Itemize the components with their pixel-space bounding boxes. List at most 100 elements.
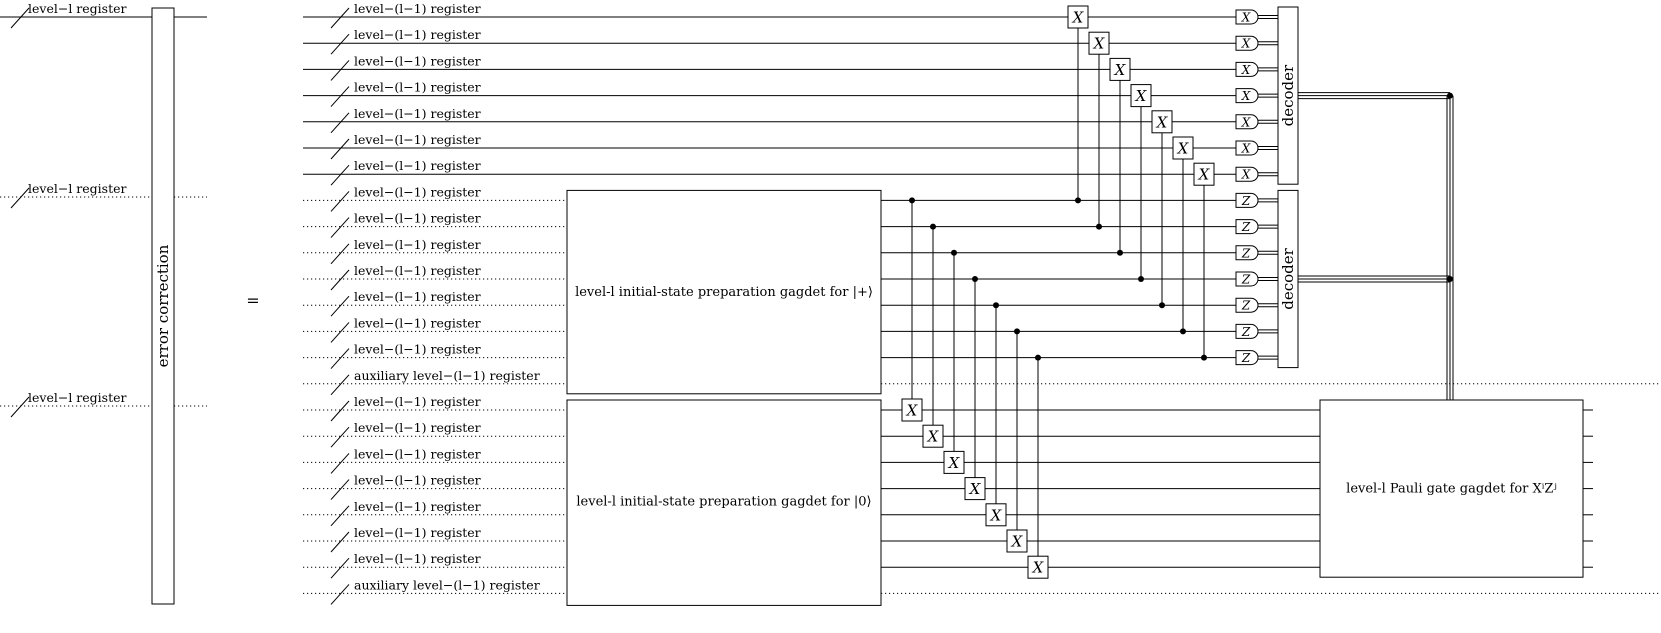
control-dot (1075, 197, 1081, 204)
x-measurement-label: X (1241, 89, 1251, 103)
control-dot (1201, 354, 1207, 361)
z-measurement (1235, 350, 1259, 366)
plus-state-preparation-label: level-l initial-state preparation gagdet… (575, 285, 873, 300)
right-wire-label: level−(l−1) register (354, 499, 481, 514)
right-wire-label: level−(l−1) register (354, 158, 481, 173)
left-bundle-slash (10, 396, 30, 418)
x-measurement-label: X (1241, 168, 1251, 182)
control-dot (951, 249, 957, 256)
control-dot (909, 197, 915, 204)
bundle-slash-mark (330, 33, 350, 55)
cnot-x-target (1006, 529, 1028, 553)
right-wire-label: auxiliary level−(l−1) register (354, 577, 540, 592)
x-measurement-label: X (1241, 142, 1251, 156)
bundle-slash-mark (330, 453, 350, 474)
z-decoder-label: decoder (1279, 247, 1297, 309)
bundle-slash-mark (330, 269, 350, 291)
bundle-slash-mark (330, 112, 350, 134)
x-target-gate-label: X (1177, 140, 1190, 158)
right-wire-label: level−(l−1) register (354, 237, 481, 252)
z-measurement-label: Z (1241, 220, 1251, 234)
bundle-slash-mark (330, 374, 350, 396)
x-target-gate-label: X (1135, 87, 1148, 105)
z-decoder (1277, 189, 1299, 369)
cnot-x-target (964, 477, 986, 501)
right-wire-label: level−(l−1) register (354, 106, 481, 121)
x-target-gate-label: X (1198, 166, 1211, 184)
error-correction-box (151, 7, 175, 605)
right-wire-label: level−(l−1) register (354, 263, 481, 278)
z-measurement-label: Z (1241, 273, 1251, 287)
cnot-x-target (943, 450, 965, 474)
right-wire-label: level−(l−1) register (354, 1, 481, 16)
x-measurement (1235, 88, 1259, 104)
right-wire-label: level−(l−1) register (354, 394, 481, 409)
bundle-slash-mark (330, 584, 350, 605)
z-measurement (1235, 323, 1259, 339)
bundle-slash-mark (330, 400, 350, 422)
bundle-slash-mark (330, 164, 350, 186)
right-wire-label: level−(l−1) register (354, 315, 481, 330)
left-wire-label: level−l register (28, 390, 127, 405)
control-dot (1096, 223, 1102, 230)
z-measurement (1235, 245, 1259, 261)
x-measurement-label: X (1241, 11, 1251, 25)
right-wire-label: level−(l−1) register (354, 211, 481, 226)
control-dot (1117, 249, 1123, 256)
cnot-x-target (1172, 136, 1194, 160)
x-target-gate-label: X (990, 506, 1003, 524)
x-target-gate-label: X (969, 480, 982, 498)
x-decoder-label: decoder (1279, 64, 1297, 126)
control-dot (972, 276, 978, 282)
bundle-slash-mark (330, 60, 350, 81)
z-measurement-label: Z (1241, 351, 1251, 365)
cnot-x-target (1193, 162, 1215, 186)
bundle-slash-mark (330, 479, 350, 500)
x-measurement (1235, 140, 1259, 156)
cnot-x-target (1027, 555, 1049, 579)
z-measurement-label: Z (1241, 194, 1251, 208)
bundle-slash-mark (330, 191, 350, 212)
cnot-x-target (1067, 5, 1089, 29)
cnot-x-target (1109, 57, 1131, 81)
boxes (151, 6, 1584, 606)
plus-state-preparation-box (566, 189, 882, 395)
pauli-gate-gadget-label: level-l Pauli gate gagdet for XⁱZʲ (1346, 482, 1557, 497)
bundle-slash-mark (330, 557, 350, 579)
pauli-gate-gadget-box (1319, 399, 1584, 578)
right-wire-label: level−(l−1) register (354, 473, 481, 488)
z-measurement (1235, 297, 1259, 313)
x-measurement (1235, 61, 1259, 77)
right-wire-label: level−(l−1) register (354, 27, 481, 42)
right-wire-label: level−(l−1) register (354, 420, 481, 435)
x-measurement (1235, 114, 1259, 130)
x-target-gate-label: X (1093, 35, 1106, 53)
bundle-slash-mark (330, 7, 350, 29)
cnot-x-target (901, 398, 923, 422)
x-measurement (1235, 166, 1259, 182)
x-measurement-label: X (1241, 115, 1251, 129)
x-target-gate-label: X (927, 428, 940, 446)
left-wire-label: level−l register (28, 181, 127, 196)
zero-state-preparation-box (566, 399, 882, 606)
x-measurement (1235, 35, 1259, 51)
x-target-gate-label: X (1011, 533, 1024, 551)
control-dot (993, 302, 999, 309)
x-target-gate-label: X (948, 454, 961, 472)
right-wire-label: level−(l−1) register (354, 132, 481, 147)
bundle-slash-mark (330, 295, 350, 317)
right-wire-label: level−(l−1) register (354, 342, 481, 357)
classical-junction (1447, 92, 1453, 99)
bundle-slash-mark (330, 86, 350, 107)
left-bundle-slash (10, 187, 30, 209)
right-wire-label: level−(l−1) register (354, 289, 481, 304)
z-measurement (1235, 219, 1259, 235)
cnot-x-target (1130, 84, 1152, 108)
bundle-slash-mark (330, 217, 350, 238)
x-target-gate-label: X (906, 402, 919, 420)
right-wire-label: level−(l−1) register (354, 446, 481, 461)
control-dot (1180, 328, 1186, 335)
